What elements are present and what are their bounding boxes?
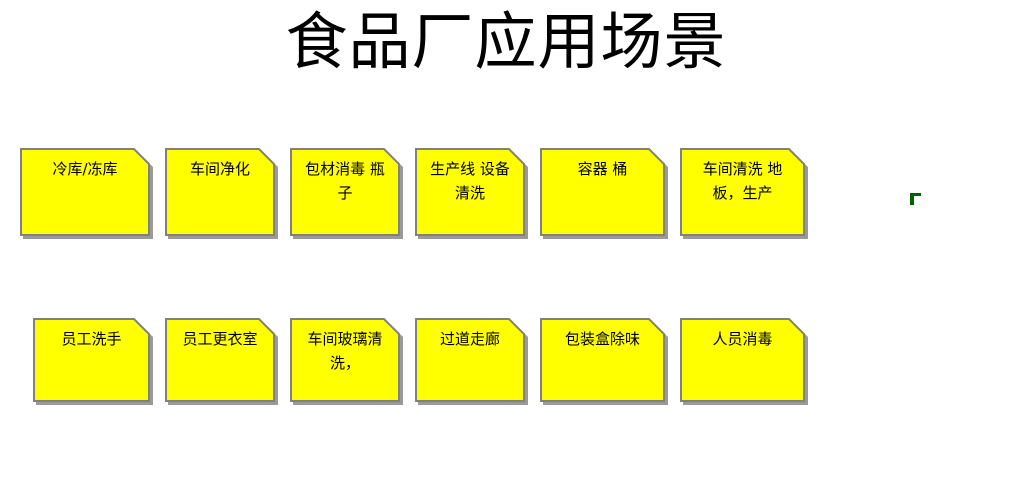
- scenario-card[interactable]: 员工更衣室: [165, 318, 275, 402]
- scenario-card-label: 过道走廊: [439, 330, 500, 348]
- scenario-card-label: 生产线 设备清洗: [430, 160, 510, 202]
- scenario-card-label: 容器 桶: [577, 160, 628, 178]
- scenario-card-label: 员工更衣室: [182, 330, 258, 348]
- scenario-card-label: 车间净化: [189, 160, 250, 178]
- scenario-card[interactable]: 容器 桶: [540, 148, 665, 236]
- scenario-card[interactable]: 车间玻璃清洗，: [290, 318, 400, 402]
- green-flag-marker-icon: [910, 193, 921, 205]
- scenario-card-label: 包材消毒 瓶子: [305, 160, 385, 202]
- scenario-card-label: 车间玻璃清洗，: [307, 330, 383, 372]
- scenario-card[interactable]: 员工洗手: [33, 318, 150, 402]
- scenario-card-label: 包装盒除味: [564, 330, 640, 348]
- scenario-card[interactable]: 包装盒除味: [540, 318, 665, 402]
- scenario-card-label: 员工洗手: [61, 330, 122, 348]
- scenario-card[interactable]: 生产线 设备清洗: [415, 148, 525, 236]
- scenario-card[interactable]: 过道走廊: [415, 318, 525, 402]
- page-title: 食品厂应用场景: [285, 5, 727, 78]
- scenario-card-label: 人员消毒: [712, 330, 773, 348]
- scenario-card[interactable]: 车间清洗 地板，生产: [680, 148, 805, 236]
- scenario-card-label: 冷库/冻库: [52, 160, 118, 178]
- scenario-card[interactable]: 人员消毒: [680, 318, 805, 402]
- card-row-2: 员工洗手 员工更衣室 车间玻璃清洗， 过道走廊 包装盒除味 人员消毒: [33, 318, 805, 402]
- card-row-1: 冷库/冻库 车间净化 包材消毒 瓶子 生产线 设备清洗 容器 桶 车间清洗 地板，生产: [20, 148, 805, 236]
- scenario-card[interactable]: 包材消毒 瓶子: [290, 148, 400, 236]
- scenario-card[interactable]: 车间净化: [165, 148, 275, 236]
- scenario-card[interactable]: 冷库/冻库: [20, 148, 150, 236]
- scenario-card-label: 车间清洗 地板，生产: [702, 160, 783, 202]
